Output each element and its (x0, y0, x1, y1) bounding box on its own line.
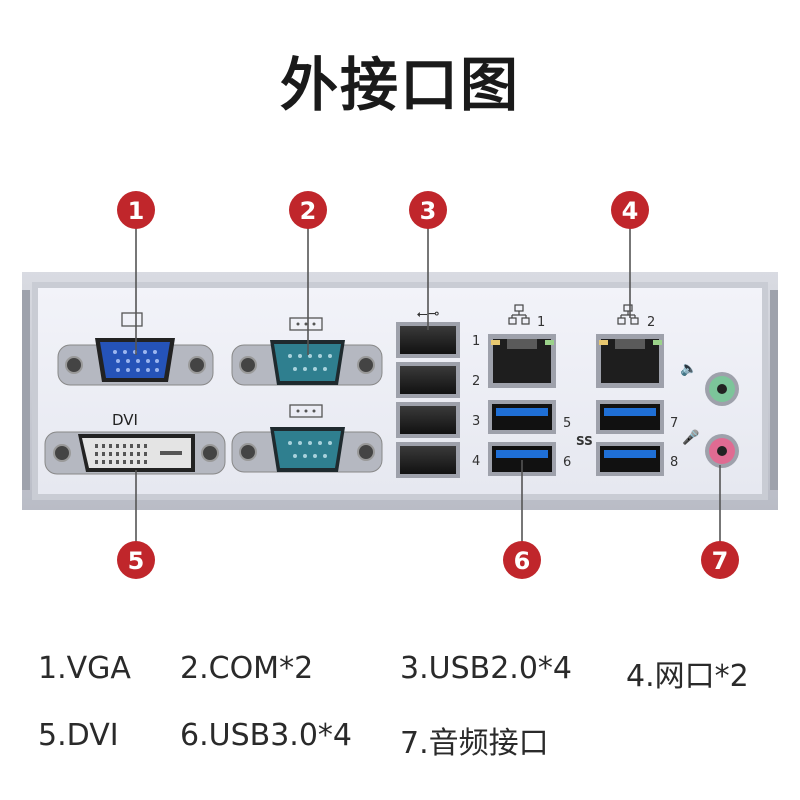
lan-port-1: 1 (488, 304, 556, 388)
legend-vga: 1.VGA (38, 651, 131, 686)
usb2-label-4: 4 (472, 454, 480, 469)
legend-com: 2.COM*2 (180, 651, 314, 686)
legend-usb3: 6.USB3.0*4 (180, 718, 353, 753)
usb2-label-3: 3 (472, 414, 480, 429)
callout-number: 5 (128, 547, 145, 575)
usb3-label-6: 6 (563, 455, 571, 470)
legend-dvi: 5.DVI (38, 718, 119, 753)
callout-number: 6 (514, 547, 531, 575)
usb3-label-8: 8 (670, 455, 678, 470)
network-icon (617, 304, 639, 325)
dvi-port: DVI (44, 411, 226, 475)
microphone-icon: 🎤 (682, 428, 700, 446)
callout-5: 5 (117, 541, 155, 579)
callout-number: 4 (622, 197, 639, 225)
usb3-label-7: 7 (670, 416, 678, 431)
legend-usb2: 3.USB2.0*4 (400, 651, 573, 686)
callout-1: 1 (117, 191, 155, 229)
usb3-label-5: 5 (563, 416, 571, 431)
monitor-icon (121, 312, 143, 327)
audio-jacks: 🔈 🎤 (680, 361, 739, 468)
ss-usb-icon: SS (576, 434, 593, 448)
usb3-ports: SS 5 6 7 8 (488, 400, 678, 476)
callout-2: 2 (289, 191, 327, 229)
network-icon (508, 304, 530, 325)
com-port-2 (231, 404, 383, 473)
com-port-1 (231, 317, 383, 386)
usb2-label-1: 1 (472, 334, 480, 349)
page-title: 外接口图 (279, 51, 520, 119)
lan-label-2: 2 (647, 315, 655, 330)
legend-audio: 7.音频接口 (400, 726, 549, 761)
legend-lan: 4.网口*2 (626, 659, 749, 694)
callout-4: 4 (611, 191, 649, 229)
callout-number: 7 (712, 547, 729, 575)
lan-label-1: 1 (537, 315, 545, 330)
vga-port (57, 312, 214, 386)
dvi-label: DVI (112, 411, 138, 429)
callout-3: 3 (409, 191, 447, 229)
callout-number: 3 (420, 197, 437, 225)
callout-number: 2 (300, 197, 317, 225)
callout-lines (135, 228, 721, 545)
usb2-ports: ⭠⊸ 1 2 3 4 (396, 306, 480, 478)
usb2-label-2: 2 (472, 374, 480, 389)
lan-port-2: 2 (596, 304, 664, 388)
line-out-icon: 🔈 (680, 361, 697, 377)
callout-number: 1 (128, 197, 145, 225)
callout-6: 6 (503, 541, 541, 579)
callout-7: 7 (701, 541, 739, 579)
